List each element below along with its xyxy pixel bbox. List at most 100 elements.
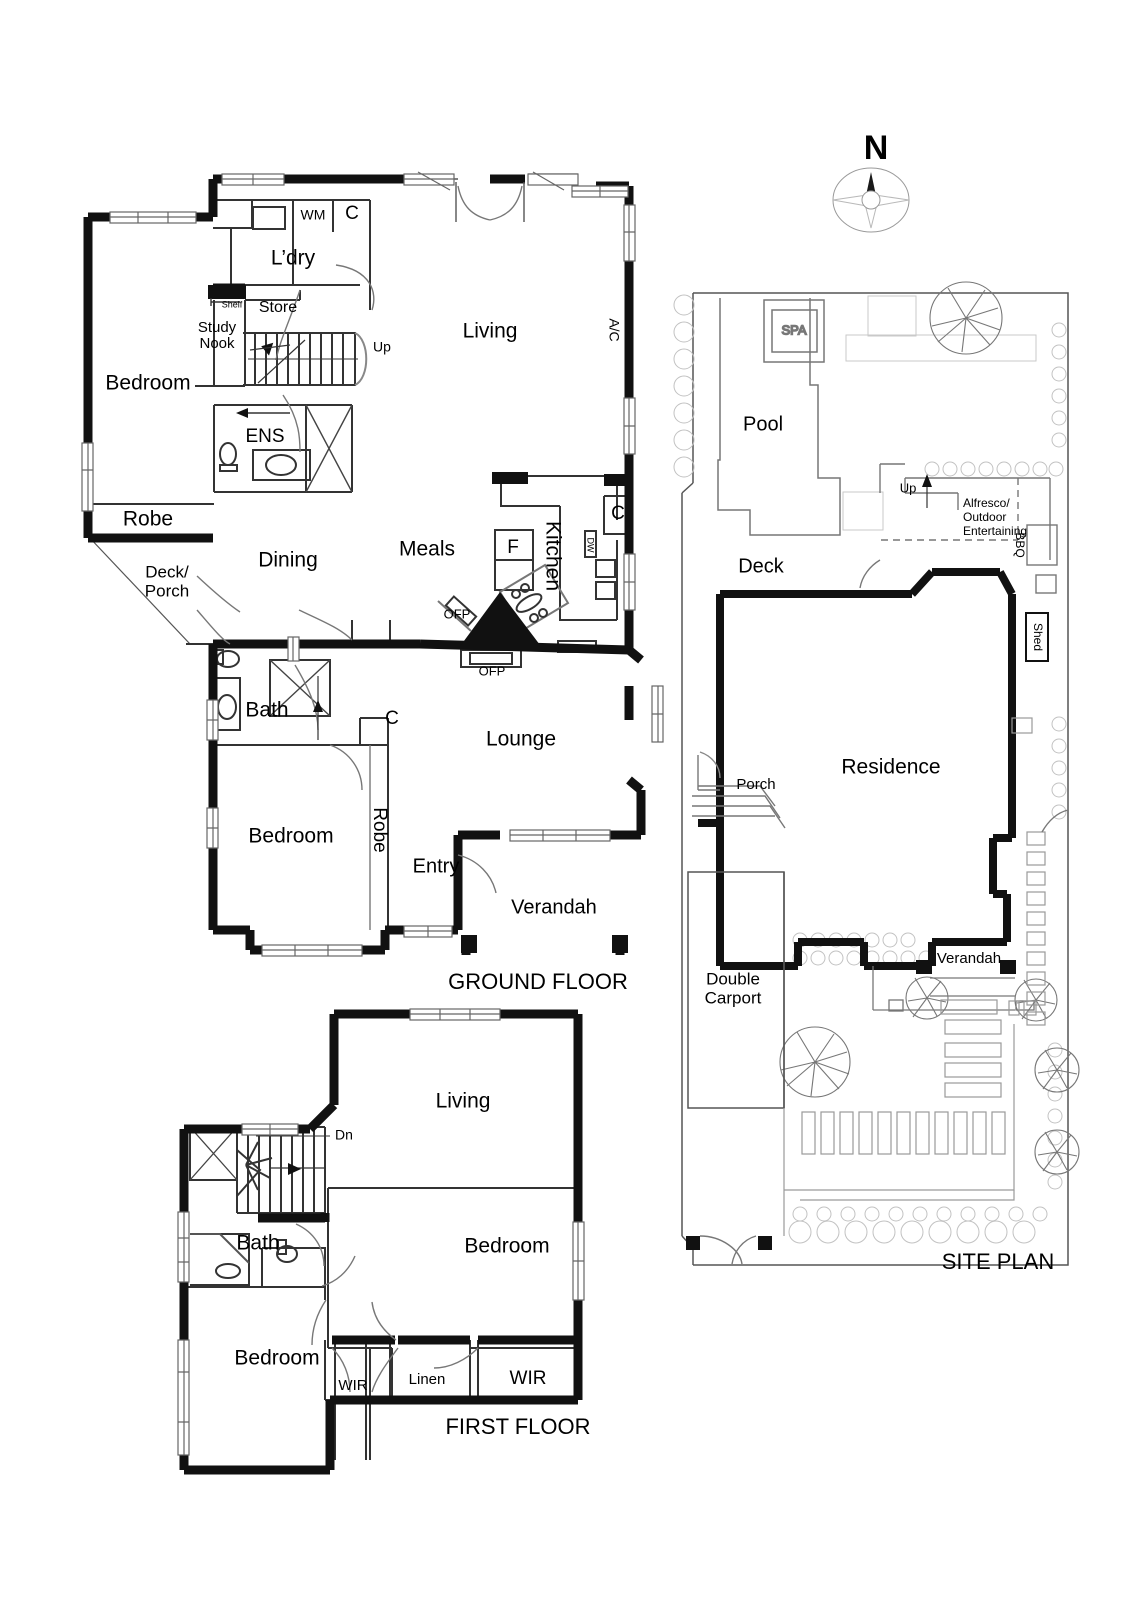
ff-arrows xyxy=(256,1135,330,1175)
sp-verandah xyxy=(872,966,1035,1012)
sp-up-arrow xyxy=(922,474,932,508)
room-label-entry: Entry xyxy=(413,855,460,877)
sp-residence-nibs xyxy=(686,960,1016,1250)
carport-label-line1: Double xyxy=(706,969,760,988)
gf-windows xyxy=(81,173,664,957)
room-label-bedroom-1: Bedroom xyxy=(105,372,190,395)
room-label-store: Store xyxy=(259,299,297,316)
tree-icon-drive xyxy=(779,1026,851,1098)
alfresco-label-line1: Alfresco/ xyxy=(963,496,1010,510)
stair-down-label-ff: Dn xyxy=(335,1127,353,1143)
sp-paths xyxy=(783,1024,1015,1236)
deck-label: Deck xyxy=(738,555,785,577)
fridge-label: F xyxy=(507,537,519,558)
sp-gates xyxy=(699,559,1069,1265)
room-label-meals: Meals xyxy=(399,538,455,561)
ff-labels: Living Bath Bedroom Bedroom Linen WIR WI… xyxy=(234,1090,549,1394)
sp-alfresco-area xyxy=(879,463,1058,662)
room-label-living-ff: Living xyxy=(436,1090,491,1113)
sp-paving-right xyxy=(1011,717,1046,1026)
porch-label: Porch xyxy=(736,776,775,793)
residence-label: Residence xyxy=(841,756,940,779)
ofp-label-2: OFP xyxy=(479,663,506,678)
pool-label: Pool xyxy=(743,413,783,435)
room-label-study-nook-line2: Nook xyxy=(199,335,235,352)
gf-doors xyxy=(196,171,629,894)
gf-shelf-detail xyxy=(210,298,240,306)
appliance-label-wm: WM xyxy=(301,207,326,223)
room-label-linen: Linen xyxy=(409,1371,446,1388)
sp-paving-top xyxy=(845,295,1037,362)
alfresco-label-line3: Entertaining xyxy=(963,524,1027,538)
tree-icon-rear xyxy=(929,281,1003,355)
sp-carport xyxy=(687,871,785,1109)
dishwasher-label: DW xyxy=(586,538,596,553)
room-label-living-gf: Living xyxy=(463,320,518,343)
room-label-wir-1: WIR xyxy=(338,1377,367,1394)
stair-up-label-gf: Up xyxy=(373,339,391,355)
room-label-dining: Dining xyxy=(258,549,318,572)
tree-icon-verandah-2 xyxy=(905,976,949,1020)
sp-hedge-left xyxy=(673,294,695,478)
sp-deck-slats xyxy=(801,999,1037,1155)
shed-label: Shed xyxy=(1031,623,1045,651)
ac-label: A/C xyxy=(606,318,622,341)
sp-trees xyxy=(779,281,1080,1175)
first-floor-title: FIRST FLOOR xyxy=(445,1414,590,1439)
tree-icon-lower-1 xyxy=(1034,1047,1080,1093)
verandah-label-site: Verandah xyxy=(937,950,1001,967)
room-label-lounge: Lounge xyxy=(486,728,556,751)
sp-pool-area: SPA xyxy=(717,298,841,536)
cupboard-label-2: C xyxy=(611,503,625,524)
sp-hedge-bottom xyxy=(788,1206,1048,1244)
sp-landscape xyxy=(673,294,1067,1244)
room-label-verandah-gf: Verandah xyxy=(511,896,597,918)
compass-hub xyxy=(861,190,881,210)
ff-windows xyxy=(177,1008,585,1456)
room-label-bath-gf: Bath xyxy=(245,699,288,722)
room-label-bedroom-ff-2: Bedroom xyxy=(234,1347,319,1370)
sp-shrub-row xyxy=(924,461,1064,477)
spa-label: SPA xyxy=(781,322,806,337)
room-label-kitchen: Kitchen xyxy=(541,521,564,591)
north-label: N xyxy=(864,129,889,167)
north-compass: N xyxy=(832,129,910,233)
gf-wall-nibs xyxy=(208,285,630,953)
first-floor-plan: Living Bath Bedroom Bedroom Linen WIR WI… xyxy=(177,1008,591,1475)
ground-floor-title: GROUND FLOOR xyxy=(448,969,628,994)
alfresco-label-line2: Outdoor xyxy=(963,510,1006,524)
room-label-bath-ff: Bath xyxy=(236,1232,279,1255)
bbq-label: BBQ xyxy=(1013,532,1027,557)
ofp-label-1: OFP xyxy=(444,606,471,621)
ff-doors xyxy=(295,1223,479,1393)
sp-porch xyxy=(692,751,786,829)
room-label-bedroom-2: Bedroom xyxy=(248,825,333,848)
sp-garden-right-lower xyxy=(1047,1042,1063,1190)
room-label-wir-2: WIR xyxy=(510,1368,547,1389)
room-label-deck-porch-line1: Deck/ xyxy=(145,562,189,581)
ground-floor-plan: Bedroom Robe Deck/ Porch Study Nook Stor… xyxy=(81,171,664,994)
carport-label-line2: Carport xyxy=(705,988,762,1007)
tree-icon-lower-2 xyxy=(1034,1129,1080,1175)
sp-hedge-right xyxy=(1051,322,1067,820)
site-plan: SPA Pool Deck xyxy=(673,281,1080,1274)
gf-labels: Bedroom Robe Deck/ Porch Study Nook Stor… xyxy=(105,203,624,918)
room-label-robe-2: Robe xyxy=(369,807,390,852)
site-plan-title: SITE PLAN xyxy=(942,1249,1054,1274)
sp-boundary xyxy=(681,292,1069,1266)
cupboard-label-1: C xyxy=(345,203,359,224)
room-label-robe-1: Robe xyxy=(123,508,173,531)
shelf-label: Shelf xyxy=(222,299,243,309)
cupboard-label-3: C xyxy=(385,708,399,729)
sp-residence-outline xyxy=(698,568,1016,970)
gf-arrows xyxy=(236,339,358,740)
sp-paving-mid xyxy=(842,491,884,531)
room-label-deck-porch-line2: Porch xyxy=(145,581,189,600)
site-up-label: Up xyxy=(900,480,917,495)
room-label-study-nook-line1: Study xyxy=(198,319,237,336)
room-label-laundry: L’dry xyxy=(271,247,316,270)
room-label-bedroom-ff-1: Bedroom xyxy=(464,1235,549,1258)
